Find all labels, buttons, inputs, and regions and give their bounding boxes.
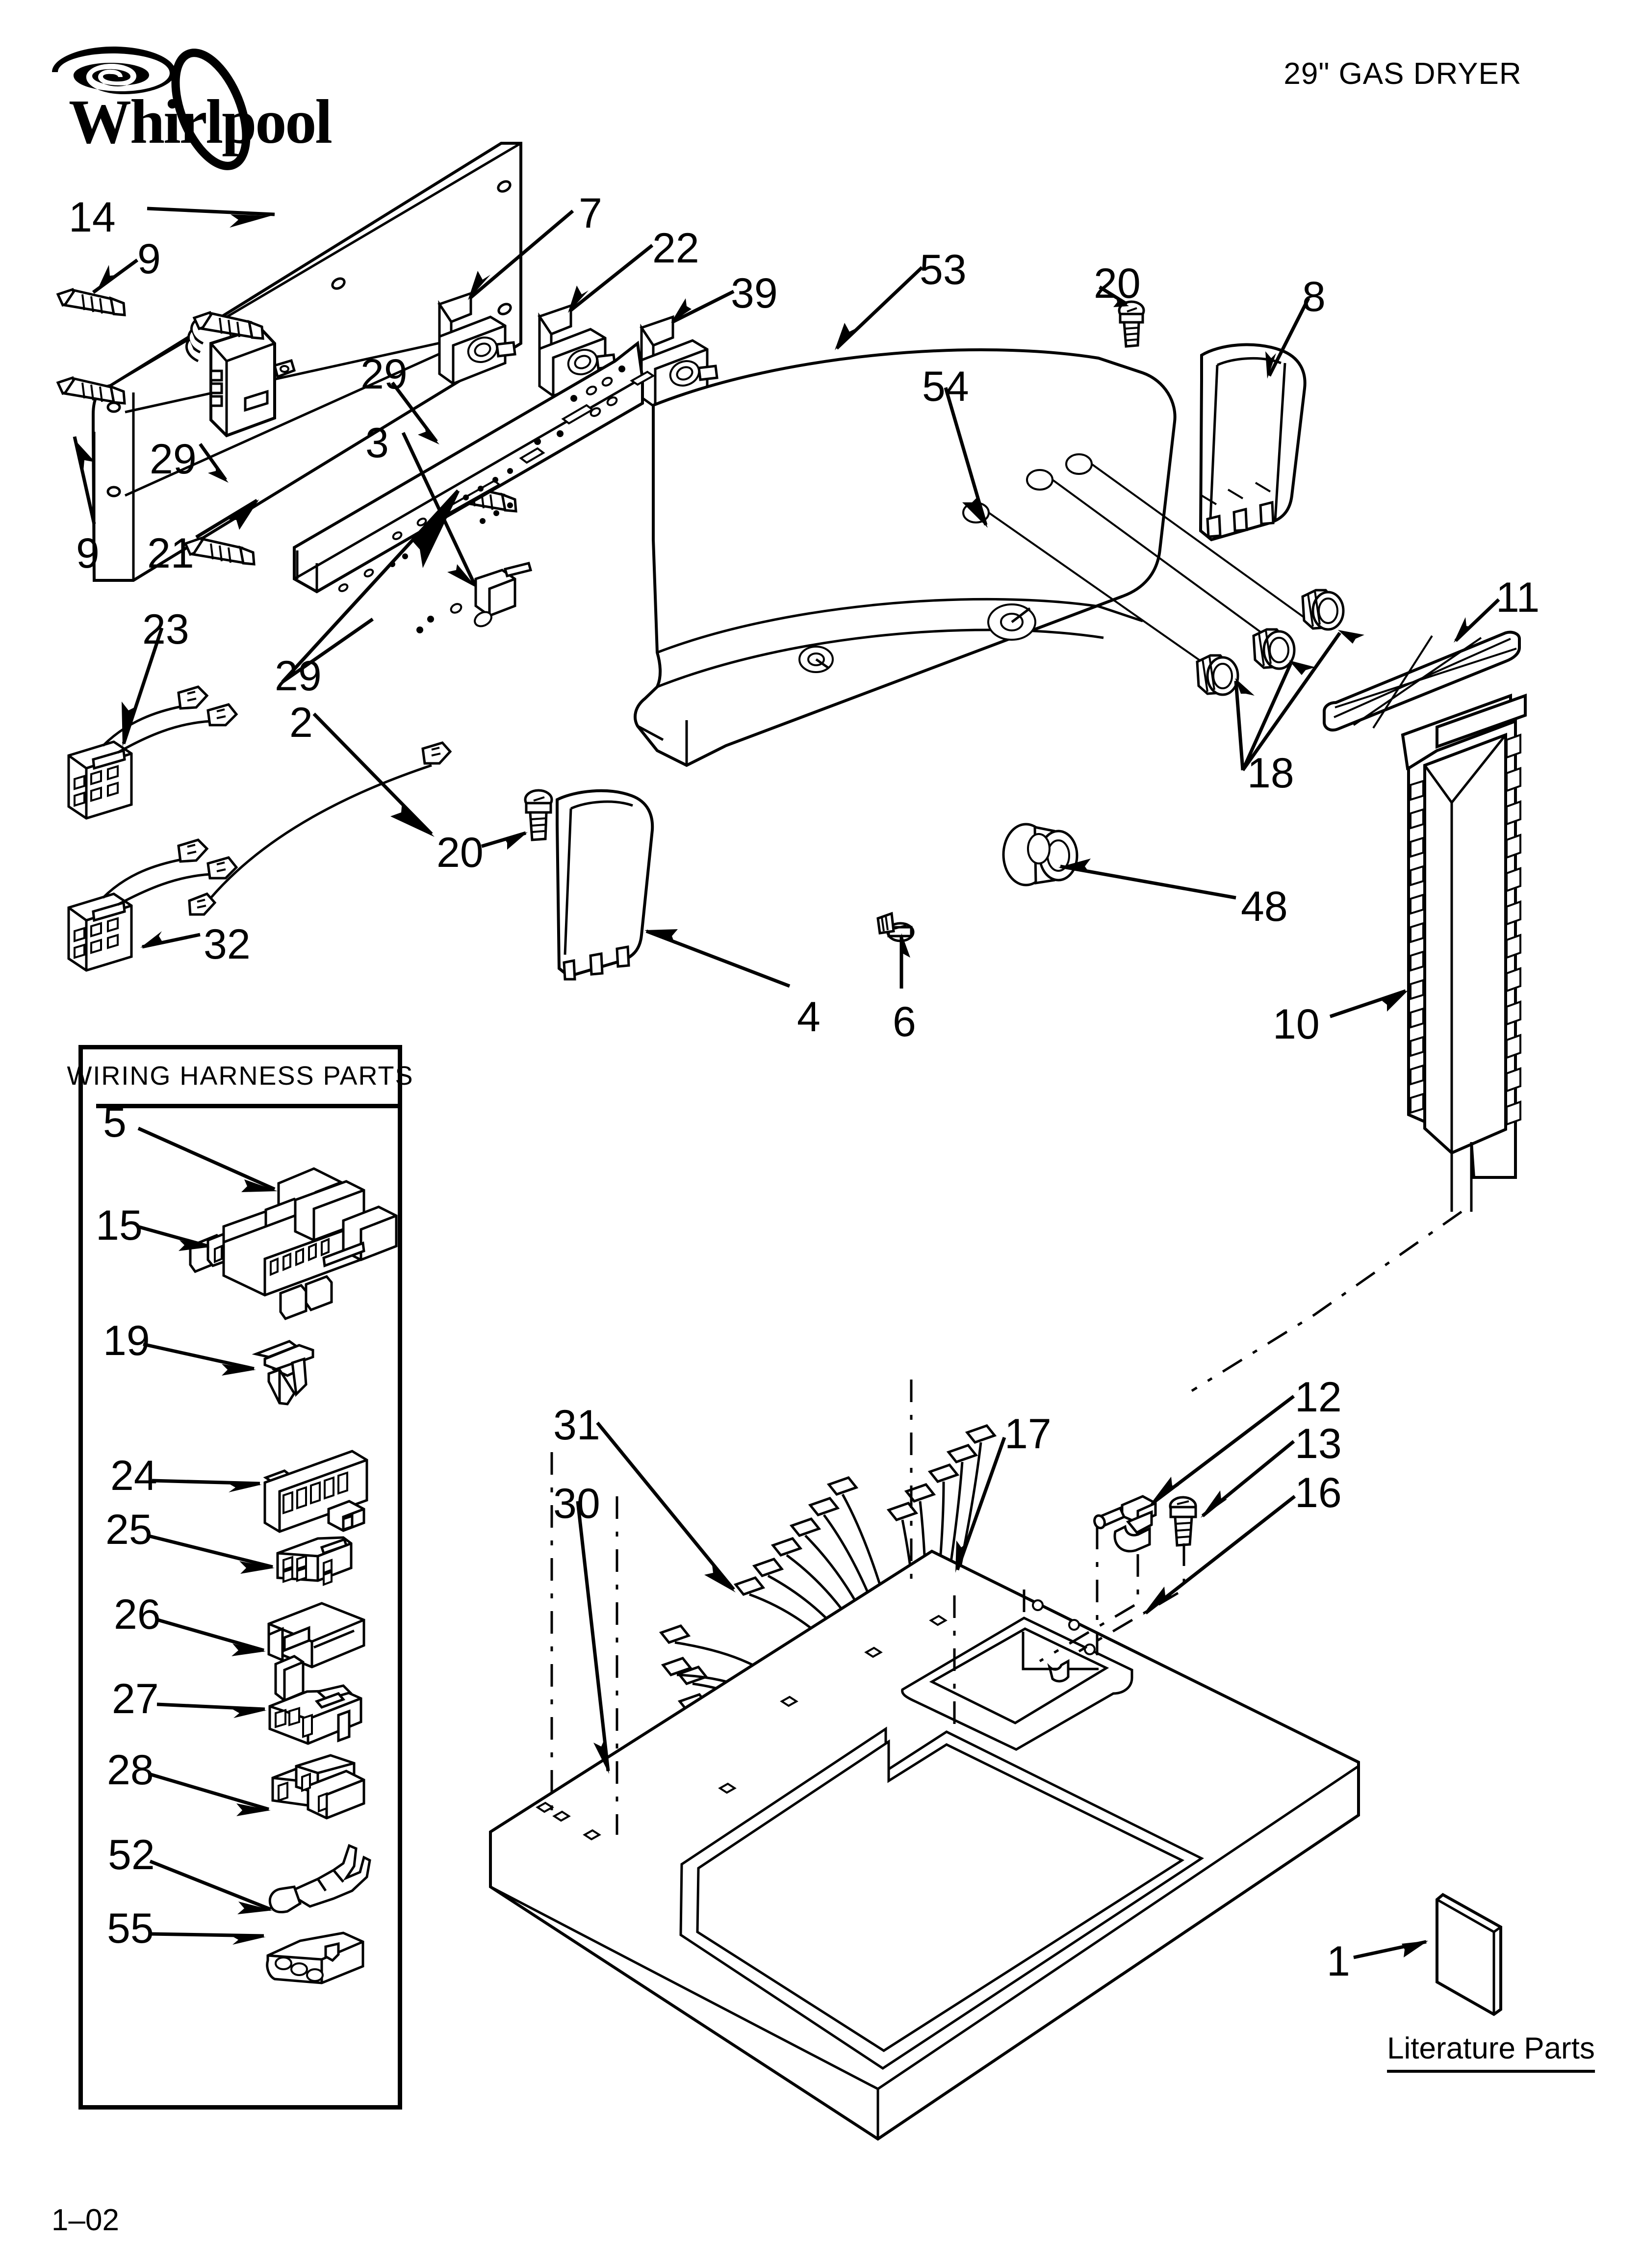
harness-item-25 [276, 1536, 353, 1586]
literature-parts-label: Literature Parts [1387, 2031, 1595, 2073]
part-3-terminal [474, 561, 533, 617]
part-53-panel-rail [293, 340, 655, 633]
harness-item-26 [267, 1602, 365, 1702]
harness-callout-5: 5 [103, 1099, 127, 1146]
part-32-harness [67, 838, 238, 972]
harness-item-19 [252, 1340, 314, 1406]
callout-6: 6 [893, 998, 916, 1045]
part-18-knobs [1196, 589, 1345, 696]
callout-32: 32 [204, 921, 251, 968]
part-8-right-endcap [1199, 343, 1307, 542]
harness-callout-15: 15 [96, 1202, 143, 1249]
callout-20-b: 20 [436, 829, 484, 876]
harness-item-52 [268, 1844, 371, 1913]
part-7-switch [437, 291, 516, 385]
part-16-cabinet-top [489, 1380, 1360, 2141]
callout-14: 14 [69, 194, 116, 241]
harness-callout-52: 52 [108, 1831, 155, 1878]
logo-swirl-icon [52, 46, 176, 95]
part-21-timer [185, 317, 296, 438]
part-2-lead-wire [188, 741, 452, 916]
part-13-screw [1169, 1496, 1197, 1547]
model-title: 29" GAS DRYER [1283, 57, 1522, 91]
callout-4: 4 [797, 993, 821, 1041]
part-4-left-endcap [556, 789, 654, 981]
harness-callout-27: 27 [112, 1675, 159, 1722]
harness-callout-24: 24 [110, 1452, 157, 1499]
callout-23: 23 [142, 606, 189, 653]
duct-teeth-left [1410, 780, 1424, 1114]
screw-20b [524, 789, 553, 841]
knob-18a [1196, 654, 1239, 696]
harness-callout-28: 28 [107, 1747, 154, 1794]
screw-29a [192, 311, 264, 340]
callout-31: 31 [553, 1402, 600, 1449]
callout-13: 13 [1295, 1420, 1342, 1467]
knob-18c [1301, 589, 1345, 631]
part-11-lint-cover [1323, 630, 1521, 732]
harness-item-55 [266, 1931, 364, 1984]
part-1-literature [1436, 1893, 1502, 2016]
harness-callout-19: 19 [103, 1317, 150, 1364]
callout-9-bottom: 9 [76, 530, 100, 577]
part-10-lint-duct [1191, 693, 1527, 1392]
callout-16: 16 [1295, 1469, 1342, 1516]
part-23-harness [67, 685, 238, 820]
callout-54: 54 [922, 363, 969, 410]
callout-20-a: 20 [1094, 260, 1141, 307]
part-54-console [634, 348, 1313, 767]
screw-9b [56, 376, 126, 405]
harness-box-title: WIRING HARNESS PARTS [67, 1061, 414, 1091]
logo-ellipse-icon [171, 49, 251, 170]
harness-box-leaders [137, 1126, 278, 1945]
callout-1: 1 [1327, 1938, 1350, 1985]
screw-20a [1118, 300, 1145, 348]
screw-6 [876, 912, 915, 942]
callout-10: 10 [1273, 1001, 1320, 1048]
callout-17: 17 [1004, 1410, 1052, 1458]
page-code: 1–02 [51, 2203, 119, 2237]
callout-7: 7 [579, 190, 602, 237]
callout-12: 12 [1295, 1374, 1342, 1421]
callout-8: 8 [1302, 273, 1326, 320]
brand-wordmark: Whirlpool [69, 87, 333, 156]
panel-holes [338, 365, 655, 633]
callout-11: 11 [1496, 574, 1540, 621]
harness-callout-25: 25 [105, 1506, 153, 1553]
callout-18: 18 [1247, 750, 1294, 797]
harness-item-15 [189, 1180, 398, 1321]
whirlpool-logo [52, 46, 251, 170]
harness-item-27 [268, 1684, 362, 1745]
part-48-timer-knob [1002, 823, 1078, 886]
callout-3: 3 [365, 419, 389, 467]
callout-9-top: 9 [137, 235, 161, 283]
callout-29-a: 29 [150, 436, 197, 483]
harness-item-24 [263, 1450, 368, 1533]
screw-29b [183, 536, 256, 566]
harness-callout-26: 26 [114, 1591, 161, 1638]
callout-21: 21 [147, 530, 194, 577]
leader-lines [73, 207, 1500, 1959]
duct-teeth-right [1506, 733, 1521, 1126]
callout-29-b: 29 [275, 652, 322, 700]
harness-box-divider [96, 1104, 402, 1108]
harness-callout-55: 55 [107, 1905, 154, 1952]
harness-item-28 [271, 1754, 365, 1820]
part-12-clamp [1093, 1495, 1157, 1553]
callout-48: 48 [1241, 883, 1288, 930]
callout-29-c: 29 [360, 351, 408, 398]
part-9-screws [56, 287, 126, 405]
part-20-screws [524, 300, 1145, 942]
screw-9a [56, 287, 126, 316]
callout-22: 22 [652, 225, 699, 272]
callout-39: 39 [731, 270, 778, 317]
callout-2: 2 [289, 699, 313, 746]
callout-30: 30 [553, 1480, 600, 1527]
callout-53: 53 [920, 246, 967, 293]
knob-18b [1252, 628, 1296, 670]
